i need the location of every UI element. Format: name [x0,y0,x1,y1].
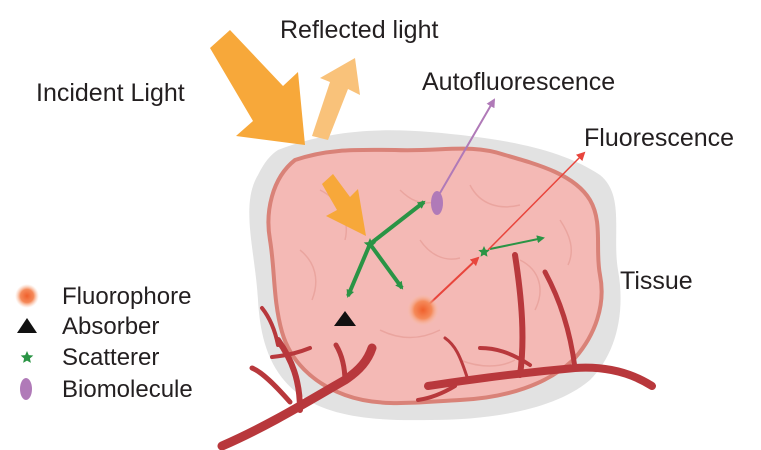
legend-scatterer-icon [21,351,34,363]
legend-fluorophore-label: Fluorophore [62,283,191,310]
legend: Fluorophore Absorber Scatterer Biomolecu… [15,283,193,403]
label-incident-light: Incident Light [36,79,185,107]
legend-absorber-icon [17,318,37,333]
label-tissue: Tissue [620,267,693,295]
legend-absorber-label: Absorber [62,313,159,340]
legend-scatterer-label: Scatterer [62,344,159,371]
label-autofluorescence: Autofluorescence [422,68,615,96]
tissue-body [268,149,601,404]
label-reflected-light: Reflected light [280,16,438,44]
reflected-light-arrow [312,58,360,140]
legend-biomolecule-label: Biomolecule [62,376,193,403]
incident-light-arrow [210,30,305,145]
legend-biomolecule-icon [20,378,32,400]
fluorophore-in-tissue [407,294,439,326]
biomolecule-in-tissue [431,191,443,215]
legend-fluorophore-icon [15,284,39,308]
label-fluorescence: Fluorescence [584,124,734,152]
